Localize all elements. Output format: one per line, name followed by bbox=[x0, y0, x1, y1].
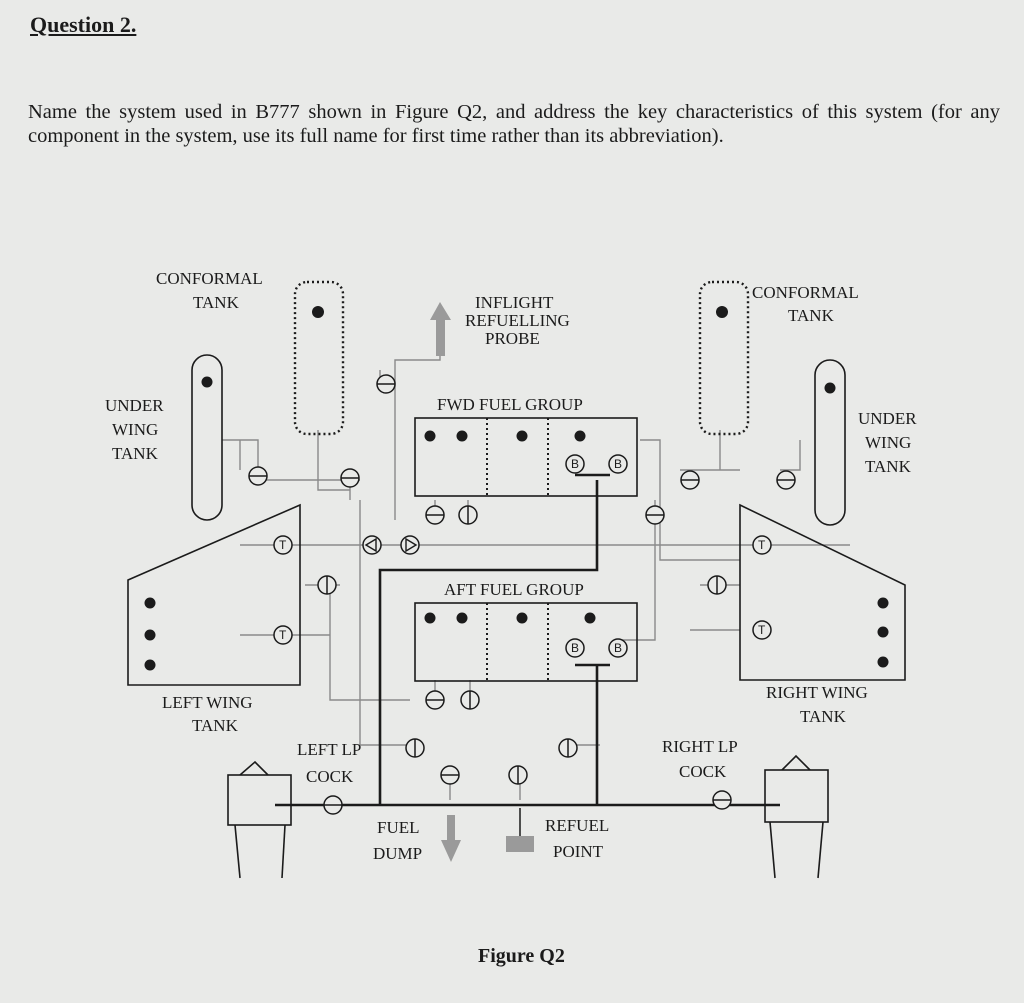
label-right-lp-cock: COCK bbox=[679, 762, 727, 781]
label-inflight-refuelling-probe: REFUELLING bbox=[465, 311, 570, 330]
aft-fuel-group bbox=[414, 602, 638, 682]
label-left-wing-tank: TANK bbox=[192, 716, 239, 735]
valve-icon bbox=[707, 575, 727, 595]
label-refuel-point: REFUEL bbox=[545, 816, 609, 835]
left-conformal-tank bbox=[293, 280, 345, 436]
refuel-point-icon bbox=[506, 808, 534, 852]
label-conformal-tank-right: CONFORMAL bbox=[752, 283, 859, 302]
valve-icon bbox=[425, 505, 445, 525]
question-text: Name the system used in B777 shown in Fi… bbox=[28, 101, 1000, 147]
transfer-pumps: T T T T bbox=[273, 535, 772, 645]
valve-icon bbox=[376, 374, 396, 394]
transfer-pump-label: T bbox=[758, 623, 766, 637]
label-fwd-fuel-group: FWD FUEL GROUP bbox=[437, 395, 583, 414]
label-left-wing-tank: LEFT WING bbox=[162, 693, 253, 712]
valve-icon bbox=[405, 738, 425, 758]
label-fuel-dump: DUMP bbox=[373, 844, 422, 863]
valve-icon bbox=[323, 795, 343, 815]
valve-icon bbox=[440, 765, 460, 785]
label-aft-fuel-group: AFT FUEL GROUP bbox=[444, 580, 584, 599]
label-under-wing-tank-left: WING bbox=[112, 420, 158, 439]
label-right-wing-tank: TANK bbox=[800, 707, 847, 726]
label-right-wing-tank: RIGHT WING bbox=[766, 683, 868, 702]
transfer-pump-label: T bbox=[279, 628, 287, 642]
valve-icon bbox=[458, 505, 478, 525]
label-under-wing-tank-left: TANK bbox=[112, 444, 159, 463]
check-valve-icon bbox=[362, 535, 382, 555]
figure-caption: Figure Q2 bbox=[478, 945, 565, 967]
label-inflight-refuelling-probe: PROBE bbox=[485, 329, 540, 348]
booster-pump-label: B bbox=[571, 641, 579, 655]
valve-icon bbox=[425, 690, 445, 710]
valve-icon bbox=[340, 468, 360, 488]
right-under-wing-tank bbox=[814, 359, 846, 526]
label-right-lp-cock: RIGHT LP bbox=[662, 737, 738, 756]
valve-icon bbox=[558, 738, 578, 758]
right-conformal-tank bbox=[698, 280, 750, 436]
right-wing-tank bbox=[739, 503, 906, 681]
valve-icon bbox=[776, 470, 796, 490]
booster-pumps: B B B B bbox=[565, 454, 628, 658]
right-engine bbox=[764, 754, 829, 879]
label-fuel-dump: FUEL bbox=[377, 818, 420, 837]
valve-icon bbox=[680, 470, 700, 490]
label-under-wing-tank-left: UNDER bbox=[105, 396, 164, 415]
valve-icon bbox=[712, 790, 732, 810]
valve-icon bbox=[248, 466, 268, 486]
label-conformal-tank-left: CONFORMAL bbox=[156, 269, 263, 288]
transfer-pump-label: T bbox=[758, 538, 766, 552]
transfer-pump-label: T bbox=[279, 538, 287, 552]
diagram-labels: CONFORMAL TANK INFLIGHT REFUELLING PROBE… bbox=[105, 269, 917, 863]
left-under-wing-tank bbox=[191, 354, 223, 521]
booster-pump-label: B bbox=[614, 641, 622, 655]
valve-icon bbox=[460, 690, 480, 710]
main-fuel-lines bbox=[275, 473, 780, 807]
label-conformal-tank-right: TANK bbox=[788, 306, 835, 325]
left-wing-tank bbox=[127, 503, 301, 686]
check-valves bbox=[362, 535, 420, 555]
label-conformal-tank-left: TANK bbox=[193, 293, 240, 312]
label-under-wing-tank-right: TANK bbox=[865, 457, 912, 476]
valve-icon bbox=[508, 765, 528, 785]
valves bbox=[248, 374, 796, 815]
label-under-wing-tank-right: WING bbox=[865, 433, 911, 452]
booster-pump-label: B bbox=[614, 457, 622, 471]
question-title: Question 2. bbox=[30, 12, 137, 37]
label-inflight-refuelling-probe: INFLIGHT bbox=[475, 293, 554, 312]
label-left-lp-cock: COCK bbox=[306, 767, 354, 786]
label-refuel-point: POINT bbox=[553, 842, 604, 861]
refuelling-probe-arrow-icon bbox=[430, 302, 451, 356]
booster-pump-label: B bbox=[571, 457, 579, 471]
fwd-fuel-group bbox=[414, 417, 638, 497]
fuel-pipes bbox=[222, 320, 850, 800]
fuel-dump-arrow-icon bbox=[441, 815, 461, 862]
valve-icon bbox=[645, 505, 665, 525]
label-left-lp-cock: LEFT LP bbox=[297, 740, 361, 759]
valve-icon bbox=[317, 575, 337, 595]
left-engine bbox=[227, 760, 292, 879]
label-under-wing-tank-right: UNDER bbox=[858, 409, 917, 428]
check-valve-icon bbox=[400, 535, 420, 555]
